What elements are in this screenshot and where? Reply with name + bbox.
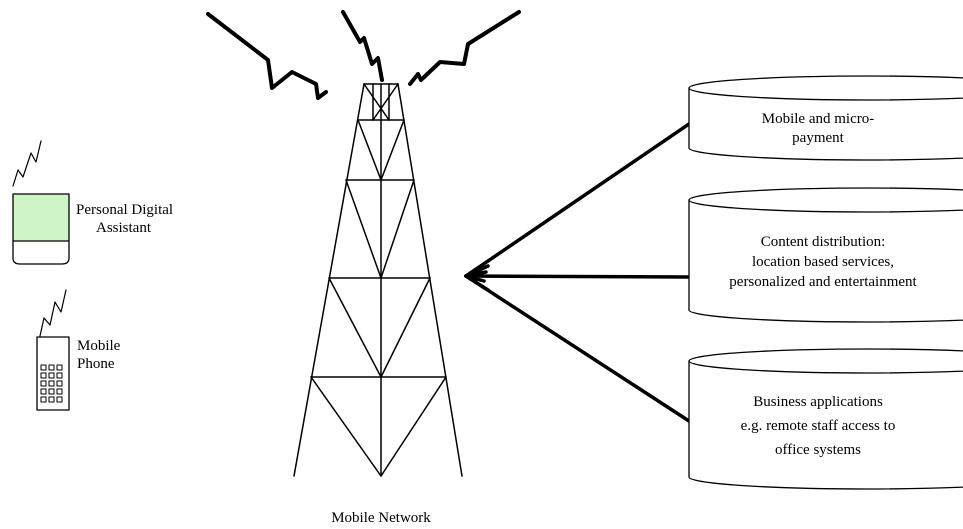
service-content-label: Content distribution: location based ser…: [683, 232, 963, 292]
mobile-network-label: Mobile Network: [331, 510, 431, 526]
signal-wave-center: [341, 10, 384, 82]
pda-label-line2: Assistant: [96, 220, 152, 236]
service-payment-label: Mobile and micro- payment: [698, 110, 938, 148]
transmission-tower: [293, 83, 463, 477]
pda-antenna: [12, 140, 42, 187]
signal-wave-left: [206, 12, 328, 100]
signal-wave-right: [408, 10, 521, 86]
service-database-business: [688, 348, 963, 490]
signal-waves: [206, 10, 521, 100]
phone-antenna: [39, 289, 67, 337]
service-content-line2: location based services,: [751, 254, 895, 270]
pda-body-bottom: [12, 240, 70, 265]
service-payment-line1: Mobile and micro-: [761, 111, 875, 127]
phone-label-line1: Mobile: [77, 338, 121, 354]
pda-device: [12, 140, 70, 265]
phone-label: Mobile Phone: [77, 337, 120, 373]
service-content-line1: Content distribution:: [760, 234, 886, 250]
service-database-payment: [688, 75, 963, 161]
arrow-business: [464, 274, 691, 423]
service-content-line3: personalized and entertainment: [729, 274, 917, 290]
service-arrows: [464, 122, 691, 423]
arrow-payment: [464, 122, 691, 278]
service-payment-line2: payment: [792, 130, 844, 146]
service-business-line3: office systems: [775, 442, 861, 458]
service-business-line2: e.g. remote staff access to: [740, 418, 896, 434]
service-business-line1: Business applications: [753, 394, 883, 410]
service-business-label: Business applications e.g. remote staff …: [698, 390, 938, 462]
phone-label-line2: Phone: [77, 356, 115, 372]
pda-label-line1: Personal Digital: [76, 202, 174, 218]
phone-keypad: [40, 364, 63, 403]
pda-screen: [12, 193, 70, 242]
pda-label: Personal Digital Assistant: [76, 201, 173, 237]
mobile-phone-device: [36, 289, 70, 411]
arrow-content: [464, 274, 691, 279]
service-database-content: [688, 187, 963, 323]
